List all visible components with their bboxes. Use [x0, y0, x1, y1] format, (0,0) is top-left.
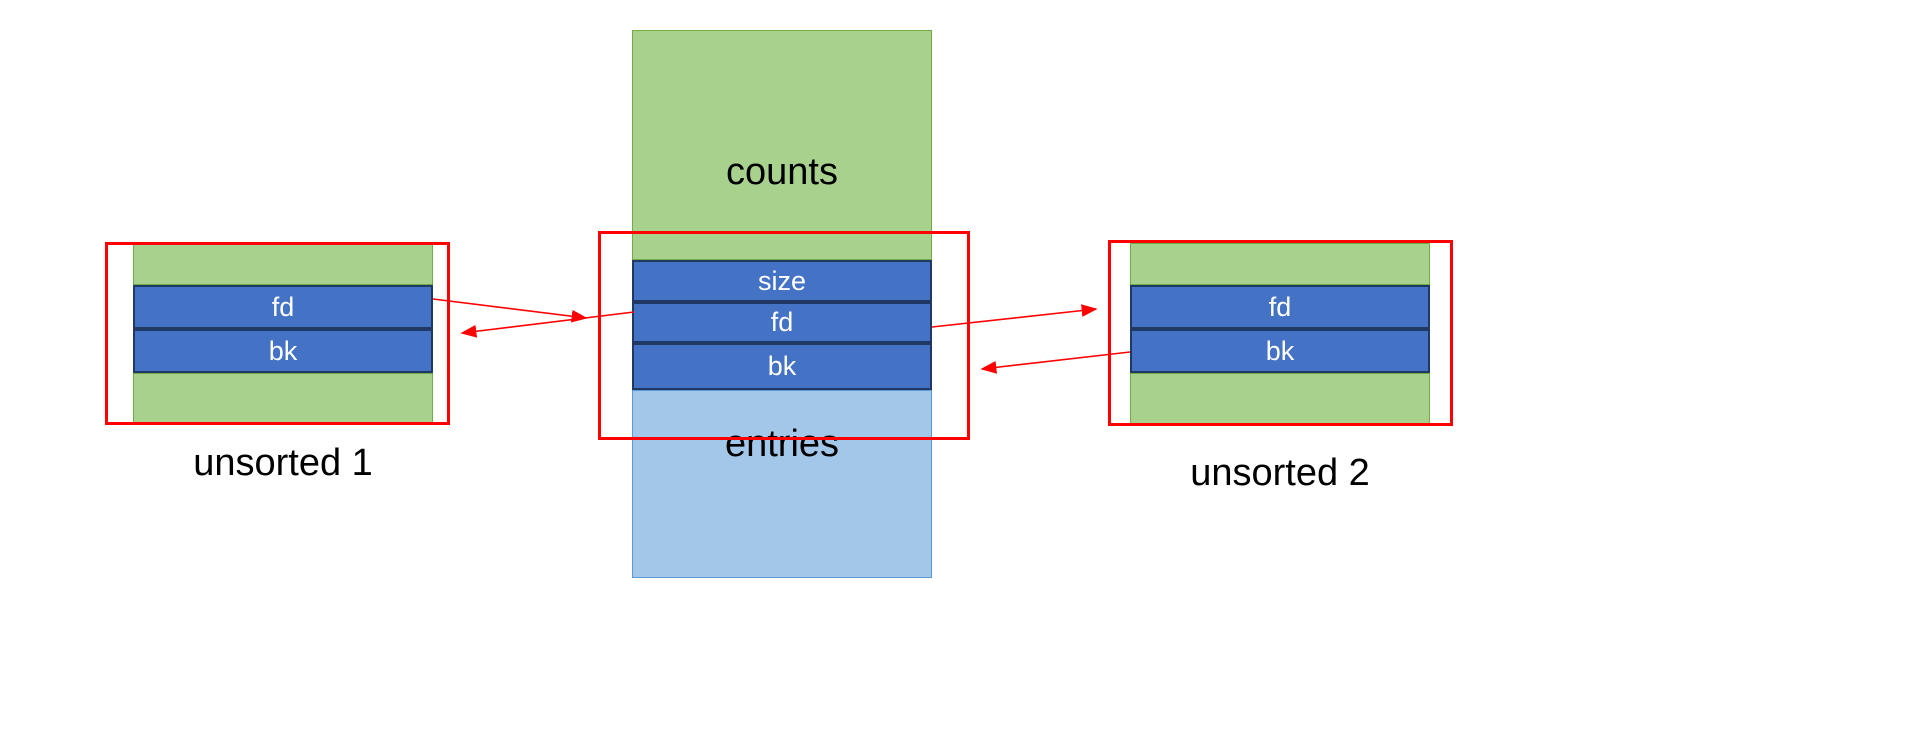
right-green-top: [1130, 243, 1430, 285]
center-row-fd: fd: [632, 302, 932, 343]
center-row-size: size: [632, 260, 932, 302]
right-highlight-box: [1108, 240, 1453, 426]
center-highlight-box: [598, 231, 970, 440]
right-row-fd-label: fd: [1268, 291, 1292, 322]
left-row-bk-label: bk: [268, 335, 298, 366]
right-chunk: fd bk: [1130, 243, 1430, 425]
left-chunk-caption-text: unsorted 1: [193, 442, 373, 484]
entries-label-text: entries: [724, 422, 840, 465]
right-chunk-caption: unsorted 2: [1130, 452, 1430, 495]
arrow-left-bk-to-center: [432, 298, 588, 323]
counts-label: counts: [632, 148, 932, 196]
right-green-bottom: [1130, 373, 1430, 425]
left-highlight-box: [105, 242, 450, 425]
right-row-bk-label: bk: [1265, 335, 1295, 366]
center-row-size-label: size: [757, 265, 806, 296]
left-row-fd: fd: [133, 285, 433, 329]
right-row-fd: fd: [1130, 285, 1430, 329]
left-chunk: fd bk: [133, 243, 433, 423]
center-row-bk-label: bk: [767, 351, 797, 381]
counts-region: [632, 30, 932, 260]
left-chunk-caption: unsorted 1: [133, 442, 433, 485]
right-row-bk: bk: [1130, 329, 1430, 373]
center-row-fd-label: fd: [770, 307, 794, 337]
entries-label: entries: [632, 420, 932, 468]
counts-label-text: counts: [726, 150, 838, 193]
center-row-bk: bk: [632, 343, 932, 390]
entries-region: [632, 390, 932, 578]
center-chunk: size fd bk: [632, 30, 932, 578]
right-chunk-caption-text: unsorted 2: [1190, 452, 1370, 494]
left-row-bk: bk: [133, 329, 433, 373]
left-row-fd-label: fd: [271, 291, 295, 322]
